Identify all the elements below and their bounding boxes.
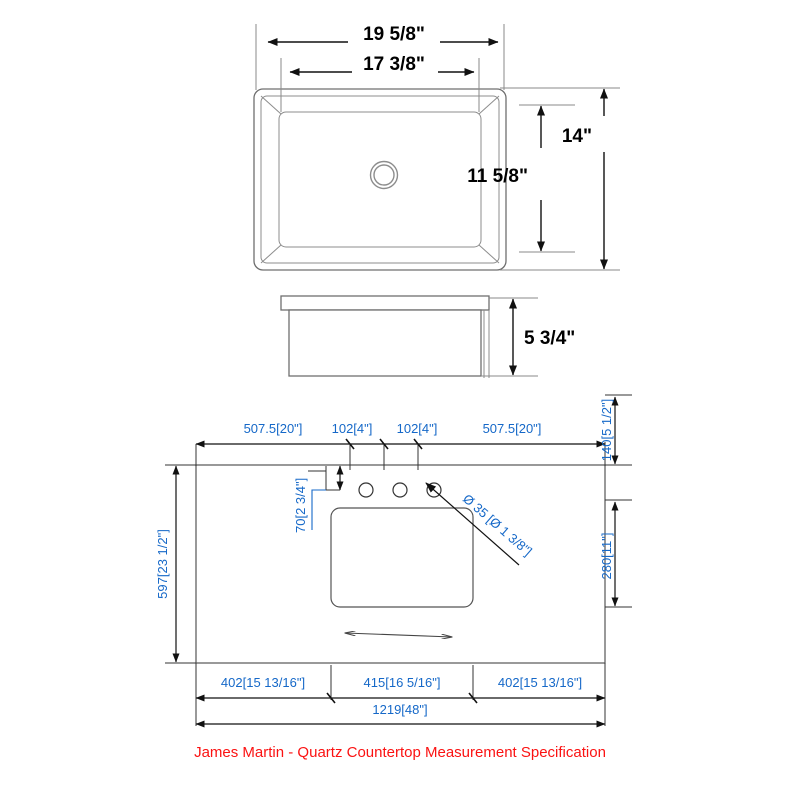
chain-ticks: [345, 438, 423, 450]
countertop-right-extension-lines: [605, 394, 632, 608]
dim-label-top-chain-4: 507.5[20"]: [483, 421, 542, 436]
dim-label-sink-overall-height: 14": [562, 126, 592, 147]
dim-countertop-bottom-chain: 402[15 13/16"] 415[16 5/16"] 402[15 13/1…: [195, 675, 606, 704]
faucet-hole-2: [392, 482, 408, 498]
sink-side-view-geometry: [280, 295, 490, 378]
basin-chamfer-br: [478, 244, 500, 264]
basin-chamfer-tr: [478, 95, 500, 115]
countertop-plan-geometry: [195, 464, 606, 664]
dim-sink-basin-width: 17 3/8": [289, 54, 475, 76]
dim-label-right-lower-offset: 280[11"]: [599, 532, 614, 579]
basin-chamfer-tl: [260, 95, 282, 115]
sink-side-rim: [280, 295, 490, 311]
dim-label-sink-basin-width: 17 3/8": [363, 54, 425, 75]
dim-label-top-chain-2: 102[4"]: [332, 421, 373, 436]
dim-label-faucet-hole-offset: 70[2 3/4"]: [293, 478, 308, 533]
dim-countertop-left-height: 597[23 1/2"]: [155, 465, 180, 663]
dim-faucet-hole-offset: 70[2 3/4"]: [293, 465, 344, 533]
drain-inner-ring: [373, 164, 395, 186]
dim-label-overall-width: 1219[48"]: [372, 702, 427, 717]
sink-top-extension-lines: [255, 24, 505, 112]
drain-outer-ring: [369, 160, 399, 190]
dim-sink-overall-width: 19 5/8": [267, 24, 499, 46]
dim-label-bottom-chain-2: 415[16 5/16"]: [364, 675, 441, 690]
bottom-chain-ticks: [326, 692, 478, 704]
faucet-offset-leader: [308, 470, 340, 491]
sink-rim-inner-line: [260, 95, 500, 264]
dim-label-sink-basin-height: 11 5/8": [467, 166, 528, 187]
front-direction-arrow: [345, 633, 452, 637]
drawing-caption: James Martin - Quartz Countertop Measure…: [194, 744, 606, 761]
sink-side-extension-lines: [489, 297, 538, 377]
hole-diameter-leader-line: [425, 482, 520, 566]
dim-countertop-right-lower-offset: 280[11"]: [599, 501, 619, 607]
sink-top-view-geometry: [253, 88, 507, 271]
dim-label-left-height: 597[23 1/2"]: [155, 529, 170, 599]
dim-sink-overall-height: 14": [562, 88, 608, 270]
sink-side-body: [288, 309, 482, 377]
dim-label-bottom-chain-3: 402[15 13/16"]: [498, 675, 582, 690]
dim-countertop-right-top-offset: 140[5 1/2"]: [599, 396, 619, 465]
sink-basin: [278, 111, 482, 248]
dim-label-sink-overall-width: 19 5/8": [363, 24, 425, 45]
dim-sink-basin-height: 11 5/8": [467, 105, 545, 252]
sink-cutout: [330, 507, 474, 608]
sink-right-extension-lines: [500, 87, 620, 271]
dim-label-top-chain-1: 507.5[20"]: [244, 421, 303, 436]
faucet-offset-leader-blue: [311, 489, 326, 530]
countertop-left-extension-lines: [165, 464, 196, 664]
dim-label-right-top-offset: 140[5 1/2"]: [599, 399, 614, 461]
dim-label-top-chain-3: 102[4"]: [397, 421, 438, 436]
dim-countertop-overall-width: 1219[48"]: [195, 702, 606, 728]
basin-chamfer-bl: [260, 244, 282, 264]
dim-sink-side-height: 5 3/4": [509, 298, 575, 376]
faucet-hole-1: [358, 482, 374, 498]
dim-label-bottom-chain-1: 402[15 13/16"]: [221, 675, 305, 690]
dim-label-sink-side-height: 5 3/4": [524, 328, 575, 349]
dim-countertop-top-chain: 507.5[20"] 102[4"] 102[4"] 507.5[20"]: [195, 421, 606, 450]
